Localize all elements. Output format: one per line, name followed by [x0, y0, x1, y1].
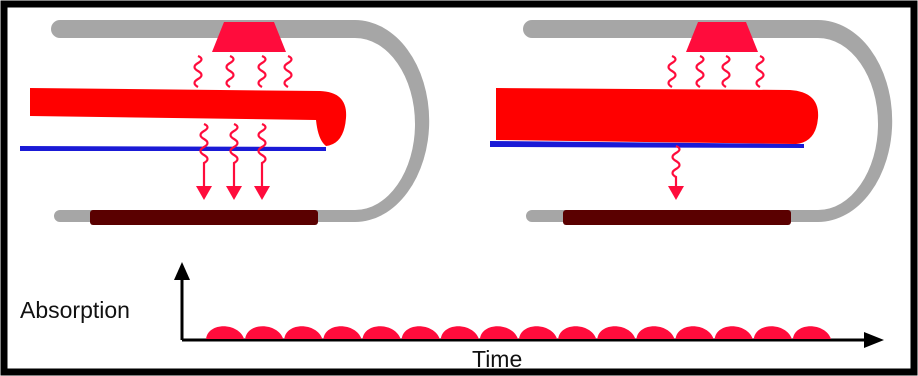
- signal-pulse: [597, 326, 636, 339]
- right-housing: [523, 20, 893, 222]
- signal-pulse: [401, 326, 440, 339]
- left-detector: [90, 210, 318, 225]
- x-axis-arrowhead: [864, 332, 884, 348]
- left-probe: [30, 88, 347, 146]
- signal-pulse: [440, 326, 479, 339]
- signal-pulse: [558, 326, 597, 339]
- right-detector: [563, 210, 791, 225]
- left-wave-arrowheads: [196, 186, 270, 200]
- x-axis-label: Time: [472, 346, 522, 372]
- y-axis-label: Absorption: [20, 297, 130, 323]
- signal-pulse: [479, 326, 518, 339]
- signal-pulse: [323, 326, 362, 339]
- signal-pulse: [362, 326, 401, 339]
- signal-pulses: [206, 326, 831, 339]
- left-light-source: [212, 22, 286, 52]
- signal-pulse: [753, 326, 792, 339]
- signal-pulse: [675, 326, 714, 339]
- left-probe-underside: [20, 146, 326, 151]
- right-panel: [490, 20, 893, 225]
- right-probe: [496, 88, 819, 144]
- signal-pulse: [519, 326, 558, 339]
- right-wave-arrowhead: [668, 186, 684, 200]
- signal-pulse: [714, 326, 753, 339]
- right-waves-transmitted: [671, 144, 681, 190]
- left-waves-incident: [193, 54, 293, 88]
- right-probe-underside: [490, 141, 804, 148]
- right-light-source: [686, 22, 758, 52]
- signal-pulse: [284, 326, 323, 339]
- left-waves-transmitted: [199, 122, 267, 192]
- signal-pulse: [636, 326, 675, 339]
- signal-pulse: [792, 326, 831, 339]
- left-panel: [20, 20, 430, 225]
- signal-pulse: [206, 326, 245, 339]
- y-axis-arrowhead: [174, 262, 190, 280]
- signal-pulse: [245, 326, 284, 339]
- right-waves-incident: [667, 54, 765, 88]
- left-housing: [51, 20, 430, 222]
- signal-plot: Absorption Time: [20, 262, 884, 372]
